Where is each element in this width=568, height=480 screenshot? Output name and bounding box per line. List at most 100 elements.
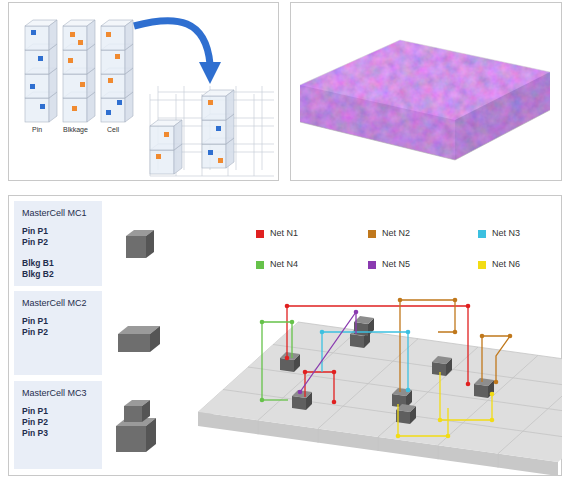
net-dots-part-part bbox=[438, 418, 443, 423]
routing-slab-part-part bbox=[378, 347, 478, 437]
legend-swatch bbox=[368, 261, 376, 269]
blockage-markers bbox=[68, 32, 120, 111]
legend-item: Net N2 bbox=[368, 228, 410, 239]
net-wires-part bbox=[482, 336, 510, 382]
master-cell-icons-part bbox=[146, 418, 156, 452]
grid-lattice-part bbox=[254, 94, 255, 176]
net-dots-part-part bbox=[285, 304, 290, 309]
routing-slab-part-part bbox=[318, 429, 319, 443]
legend-text: Net N4 bbox=[270, 259, 298, 270]
grid-lattice bbox=[150, 86, 274, 176]
cell-item: Pin P1 bbox=[22, 406, 94, 417]
cube-columns-part bbox=[63, 20, 95, 50]
blockage-markers-part bbox=[80, 82, 85, 87]
cell-item: Pin P2 bbox=[22, 417, 94, 428]
layer-label: Blkkage bbox=[63, 125, 88, 134]
cell-item: Blkg B2 bbox=[22, 269, 94, 280]
pin-markers-part bbox=[38, 56, 43, 61]
pin-markers-part bbox=[117, 100, 122, 105]
legend-item: Net N1 bbox=[256, 228, 298, 239]
routing-slab-part bbox=[280, 352, 300, 372]
master-cell-icons-part bbox=[150, 326, 160, 352]
legend-swatch bbox=[478, 230, 486, 238]
net-dots-part-part bbox=[303, 370, 308, 375]
net-dots-part-part bbox=[466, 304, 471, 309]
net-dots-part-part bbox=[490, 392, 495, 397]
density-volume-part bbox=[295, 35, 555, 165]
grid-lattice-part bbox=[236, 86, 237, 170]
cube-columns bbox=[25, 20, 133, 122]
cell-item: Pin P1 bbox=[22, 316, 94, 327]
net-wires-part bbox=[322, 332, 408, 390]
blockage-markers-part bbox=[78, 40, 83, 45]
density-volume bbox=[295, 35, 555, 165]
net-dots-part-part bbox=[298, 390, 303, 395]
grid-lattice-part bbox=[262, 86, 263, 170]
cell-heading: MasterCell MC3 bbox=[22, 388, 94, 399]
cell-heading: MasterCell MC2 bbox=[22, 298, 94, 309]
master-cell-icons-part bbox=[116, 426, 146, 452]
routing-slab-part-part bbox=[498, 454, 499, 468]
routing-slab-part bbox=[432, 356, 452, 376]
grid-cells-part bbox=[156, 154, 161, 159]
cube-columns-part bbox=[25, 20, 57, 50]
routing-slab-part bbox=[198, 322, 562, 462]
routing-slab-part-part bbox=[438, 355, 538, 445]
master-cell-icons-part bbox=[146, 230, 154, 258]
legend-swatch bbox=[478, 261, 486, 269]
cell-item: Pin P1 bbox=[22, 226, 94, 237]
legend-swatch bbox=[256, 230, 264, 238]
net-dots-part-part bbox=[446, 434, 451, 439]
panel-frames-part bbox=[291, 3, 562, 181]
net-dots-part bbox=[285, 304, 471, 405]
routing-slab-part-part bbox=[438, 445, 439, 459]
pin-markers-part bbox=[30, 84, 35, 89]
routing-slab-part bbox=[354, 316, 374, 336]
routing-slab-part bbox=[223, 322, 562, 468]
grid-cells-part bbox=[164, 132, 169, 137]
net-dots-part-part bbox=[406, 388, 411, 393]
cell-item: Pin P2 bbox=[22, 327, 94, 338]
density-volume-part bbox=[455, 72, 550, 160]
net-dots-part-part bbox=[290, 320, 295, 325]
legend-text: Net N3 bbox=[492, 228, 520, 239]
master-cell-box: MasterCell MC3Pin P1Pin P2Pin P3 bbox=[14, 381, 102, 469]
net-wires-part bbox=[262, 322, 292, 400]
legend-item: Net N3 bbox=[478, 228, 520, 239]
legend-text: Net N2 bbox=[382, 228, 410, 239]
grid-cells-part bbox=[216, 126, 221, 131]
net-dots-part-part bbox=[320, 330, 325, 335]
legend-text: Net N1 bbox=[270, 228, 298, 239]
master-cell-icons-part bbox=[118, 334, 150, 352]
routing-slab-part-part bbox=[258, 330, 358, 420]
grid-cells-part bbox=[150, 120, 182, 150]
cell-heading: MasterCell MC1 bbox=[22, 208, 94, 219]
blockage-markers-part bbox=[106, 32, 111, 37]
cell-item: Pin P2 bbox=[22, 237, 94, 248]
blockage-markers-part bbox=[68, 58, 73, 63]
grid-lattice-part bbox=[150, 176, 274, 177]
pin-markers-part bbox=[31, 30, 36, 35]
routing-slab-part-part bbox=[378, 437, 379, 451]
master-cell-icons bbox=[116, 230, 160, 452]
net-wires-part bbox=[440, 372, 492, 420]
routing-slab-part-part bbox=[318, 339, 418, 429]
master-cell-icons-part bbox=[126, 236, 146, 258]
grid-cells-part bbox=[218, 158, 223, 163]
net-dots-part bbox=[398, 298, 513, 385]
cube-columns-part bbox=[101, 20, 133, 50]
net-dots-part-part bbox=[453, 298, 458, 303]
blockage-markers-part bbox=[72, 106, 77, 111]
net-dots bbox=[260, 298, 513, 439]
cell-item: Pin P3 bbox=[22, 428, 94, 439]
routing-slab-part-part bbox=[498, 364, 562, 454]
legend-text: Net N5 bbox=[382, 259, 410, 270]
net-dots-part-part bbox=[453, 330, 458, 335]
net-dots-part-part bbox=[406, 330, 411, 335]
net-wires-part bbox=[262, 399, 288, 400]
panel-frames-part bbox=[9, 3, 279, 181]
grid-cells-part bbox=[202, 90, 234, 120]
routing-slab-part bbox=[396, 404, 416, 424]
routing-slab-part-part bbox=[298, 322, 562, 372]
